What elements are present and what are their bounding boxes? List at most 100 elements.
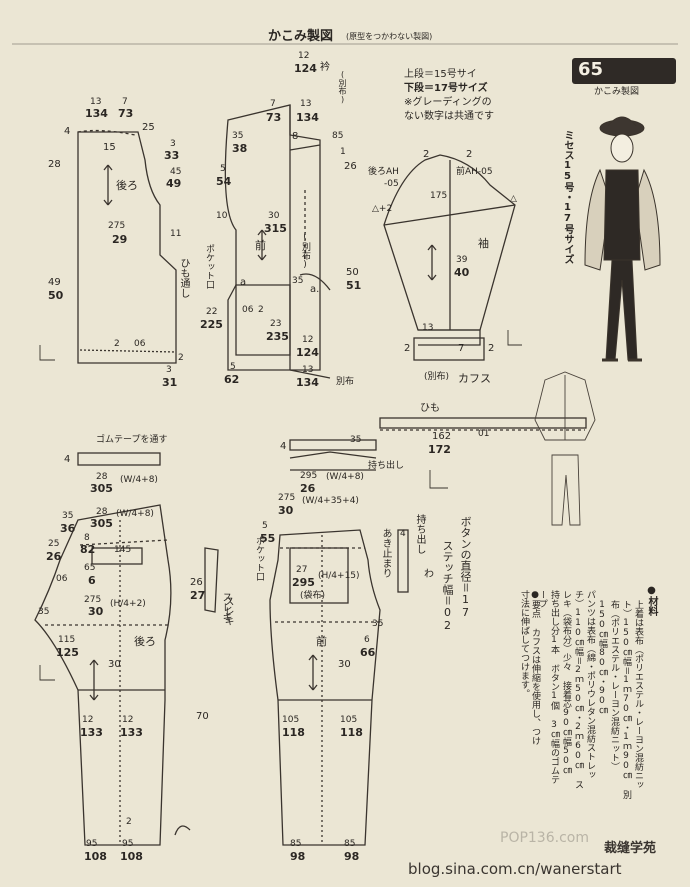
- stitch-note: ステッチ幅＝02: [441, 540, 454, 632]
- size-note-vertical: ミセス15号・17号サイズ: [562, 130, 573, 264]
- sleeve-dim: 2: [466, 149, 473, 160]
- waistband-note: ゴムテープを通す: [96, 435, 168, 445]
- fold-label: わ: [424, 569, 434, 580]
- front-pants-dim: 4: [280, 441, 287, 452]
- materials-text-points: ●要点 カフスは伸縮を使用し、つけ寸法に伸ばしてつけます。: [519, 590, 540, 745]
- front-pants-dim: 98: [290, 850, 306, 863]
- front-dim: 26: [344, 161, 357, 172]
- tie-label: ひも: [420, 403, 440, 414]
- back-pants-dim: 125: [56, 646, 79, 659]
- front-dim: 38: [232, 142, 248, 155]
- size-note-line2: 下段＝17号サイズ: [404, 83, 488, 94]
- front-pants-dim: 118: [340, 726, 363, 739]
- front-pants-dim: 295: [292, 576, 315, 589]
- front-bodice-label: 前: [255, 239, 266, 252]
- sleeve-dim: 7: [458, 343, 465, 354]
- front-pants-dim: 66: [360, 646, 376, 659]
- back-pants-dim: 30: [88, 605, 104, 618]
- back-dim: 73: [118, 107, 134, 120]
- back-pants-dim: 12: [122, 715, 134, 725]
- back-dim: 49: [48, 277, 61, 288]
- front-dim: 12: [298, 51, 310, 61]
- back-pants-dim: 28: [96, 507, 108, 517]
- extension-label: 持ち出し: [368, 461, 405, 471]
- front-dim: 73: [266, 111, 282, 124]
- separate-label: (別布): [300, 232, 310, 270]
- back-pants-dim: 108: [120, 850, 143, 863]
- sleeve-dim: 40: [454, 266, 470, 279]
- front-pants-dim: 35: [372, 619, 384, 629]
- back-pants-dim: 95: [122, 839, 134, 849]
- front-pants-dim: 30: [278, 504, 294, 517]
- front-dim: 12: [302, 335, 314, 345]
- back-dim: 25: [142, 122, 155, 133]
- watermark: POP136.com: [500, 830, 589, 846]
- back-dim: 45: [170, 167, 182, 177]
- sleeve-label: 袖: [478, 237, 489, 250]
- jacket-flat-sketch: [534, 371, 596, 441]
- sleeve-dim: 175: [430, 191, 448, 201]
- footer-url: blog.sina.com.cn/wanerstart: [408, 860, 622, 878]
- back-pants-dim: 145: [114, 545, 132, 555]
- waistband-dim: 305: [90, 482, 113, 495]
- back-pants-dim: 35: [62, 511, 74, 521]
- front-dim: 134: [296, 376, 319, 389]
- back-dim: 2: [178, 353, 184, 363]
- front-dim: 5: [220, 164, 226, 174]
- front-mark: a: [240, 277, 247, 288]
- extension-label-vertical: 持ち出し: [414, 514, 425, 554]
- waistband-formula: (W/4+8): [120, 475, 158, 485]
- front-dim: 13: [302, 365, 314, 375]
- pants-flat-sketch: [551, 454, 581, 526]
- back-dim: 28: [48, 159, 61, 170]
- tie-slot-label: ひも通し: [178, 258, 189, 298]
- materials-text-jacket: 上着は表布（ポリエステル・レーヨン混紡ニット）150㎝幅＝1ｍ70㎝・1ｍ90㎝…: [597, 600, 643, 799]
- page-title: かこみ製図: [268, 29, 334, 44]
- back-pants-dim: 115: [58, 635, 76, 645]
- front-pants-label: 前: [316, 635, 327, 648]
- back-dim: 50: [48, 289, 64, 302]
- front-dim: 2: [258, 305, 264, 315]
- back-pants-dim: 27: [190, 589, 206, 602]
- back-pants-dim: 65: [84, 563, 96, 573]
- back-pants-dim: 35: [38, 607, 50, 617]
- sleeve-dim: △+2: [372, 204, 393, 214]
- back-pants-dim: 30: [108, 659, 121, 670]
- separate-label: (別布): [338, 70, 347, 104]
- badge-label: かこみ製図: [594, 87, 640, 97]
- front-pants-dim: 55: [260, 532, 276, 545]
- front-dim: 06: [242, 305, 254, 315]
- front-dim: 225: [200, 318, 223, 331]
- back-pants-dim: 95: [86, 839, 98, 849]
- back-dim: 7: [122, 97, 128, 107]
- back-bodice-outline: [77, 131, 177, 364]
- pocket-mouth-label: ポケット口: [254, 536, 264, 581]
- front-dim: 13: [300, 99, 312, 109]
- back-pants-dim: 8: [84, 533, 90, 543]
- sleeve-dim: 2: [488, 343, 495, 354]
- back-pants-formula: (H/4+2): [110, 599, 146, 609]
- front-pants-dim: 35: [350, 435, 362, 445]
- separate-label: 別布: [336, 377, 355, 387]
- front-dim: 1: [340, 147, 346, 157]
- back-pants-dim: 275: [84, 595, 102, 605]
- sleeve-dim: 13: [422, 323, 434, 333]
- front-pants-dim: 105: [340, 715, 358, 725]
- front-dim: 5: [230, 362, 236, 372]
- back-pants-dim: 108: [84, 850, 107, 863]
- back-dim: 3: [166, 365, 172, 375]
- back-pants-label: 後ろ: [134, 635, 156, 648]
- tie-dim: 01: [478, 429, 490, 439]
- back-pants-dim: 133: [120, 726, 143, 739]
- back-pants-dim: 305: [90, 517, 113, 530]
- front-pants-dim: 6: [364, 635, 370, 645]
- back-pants-dim: 6: [88, 574, 96, 587]
- button-note: ボタンの直径＝17: [459, 516, 472, 619]
- front-dim: 8: [292, 131, 299, 142]
- footer-brand: 裁缝学苑: [604, 841, 657, 856]
- back-dim: 3: [170, 139, 176, 149]
- front-mark: a.: [310, 284, 320, 295]
- page-badge: [572, 58, 676, 84]
- front-pants-formula: (W/4+8): [326, 472, 364, 482]
